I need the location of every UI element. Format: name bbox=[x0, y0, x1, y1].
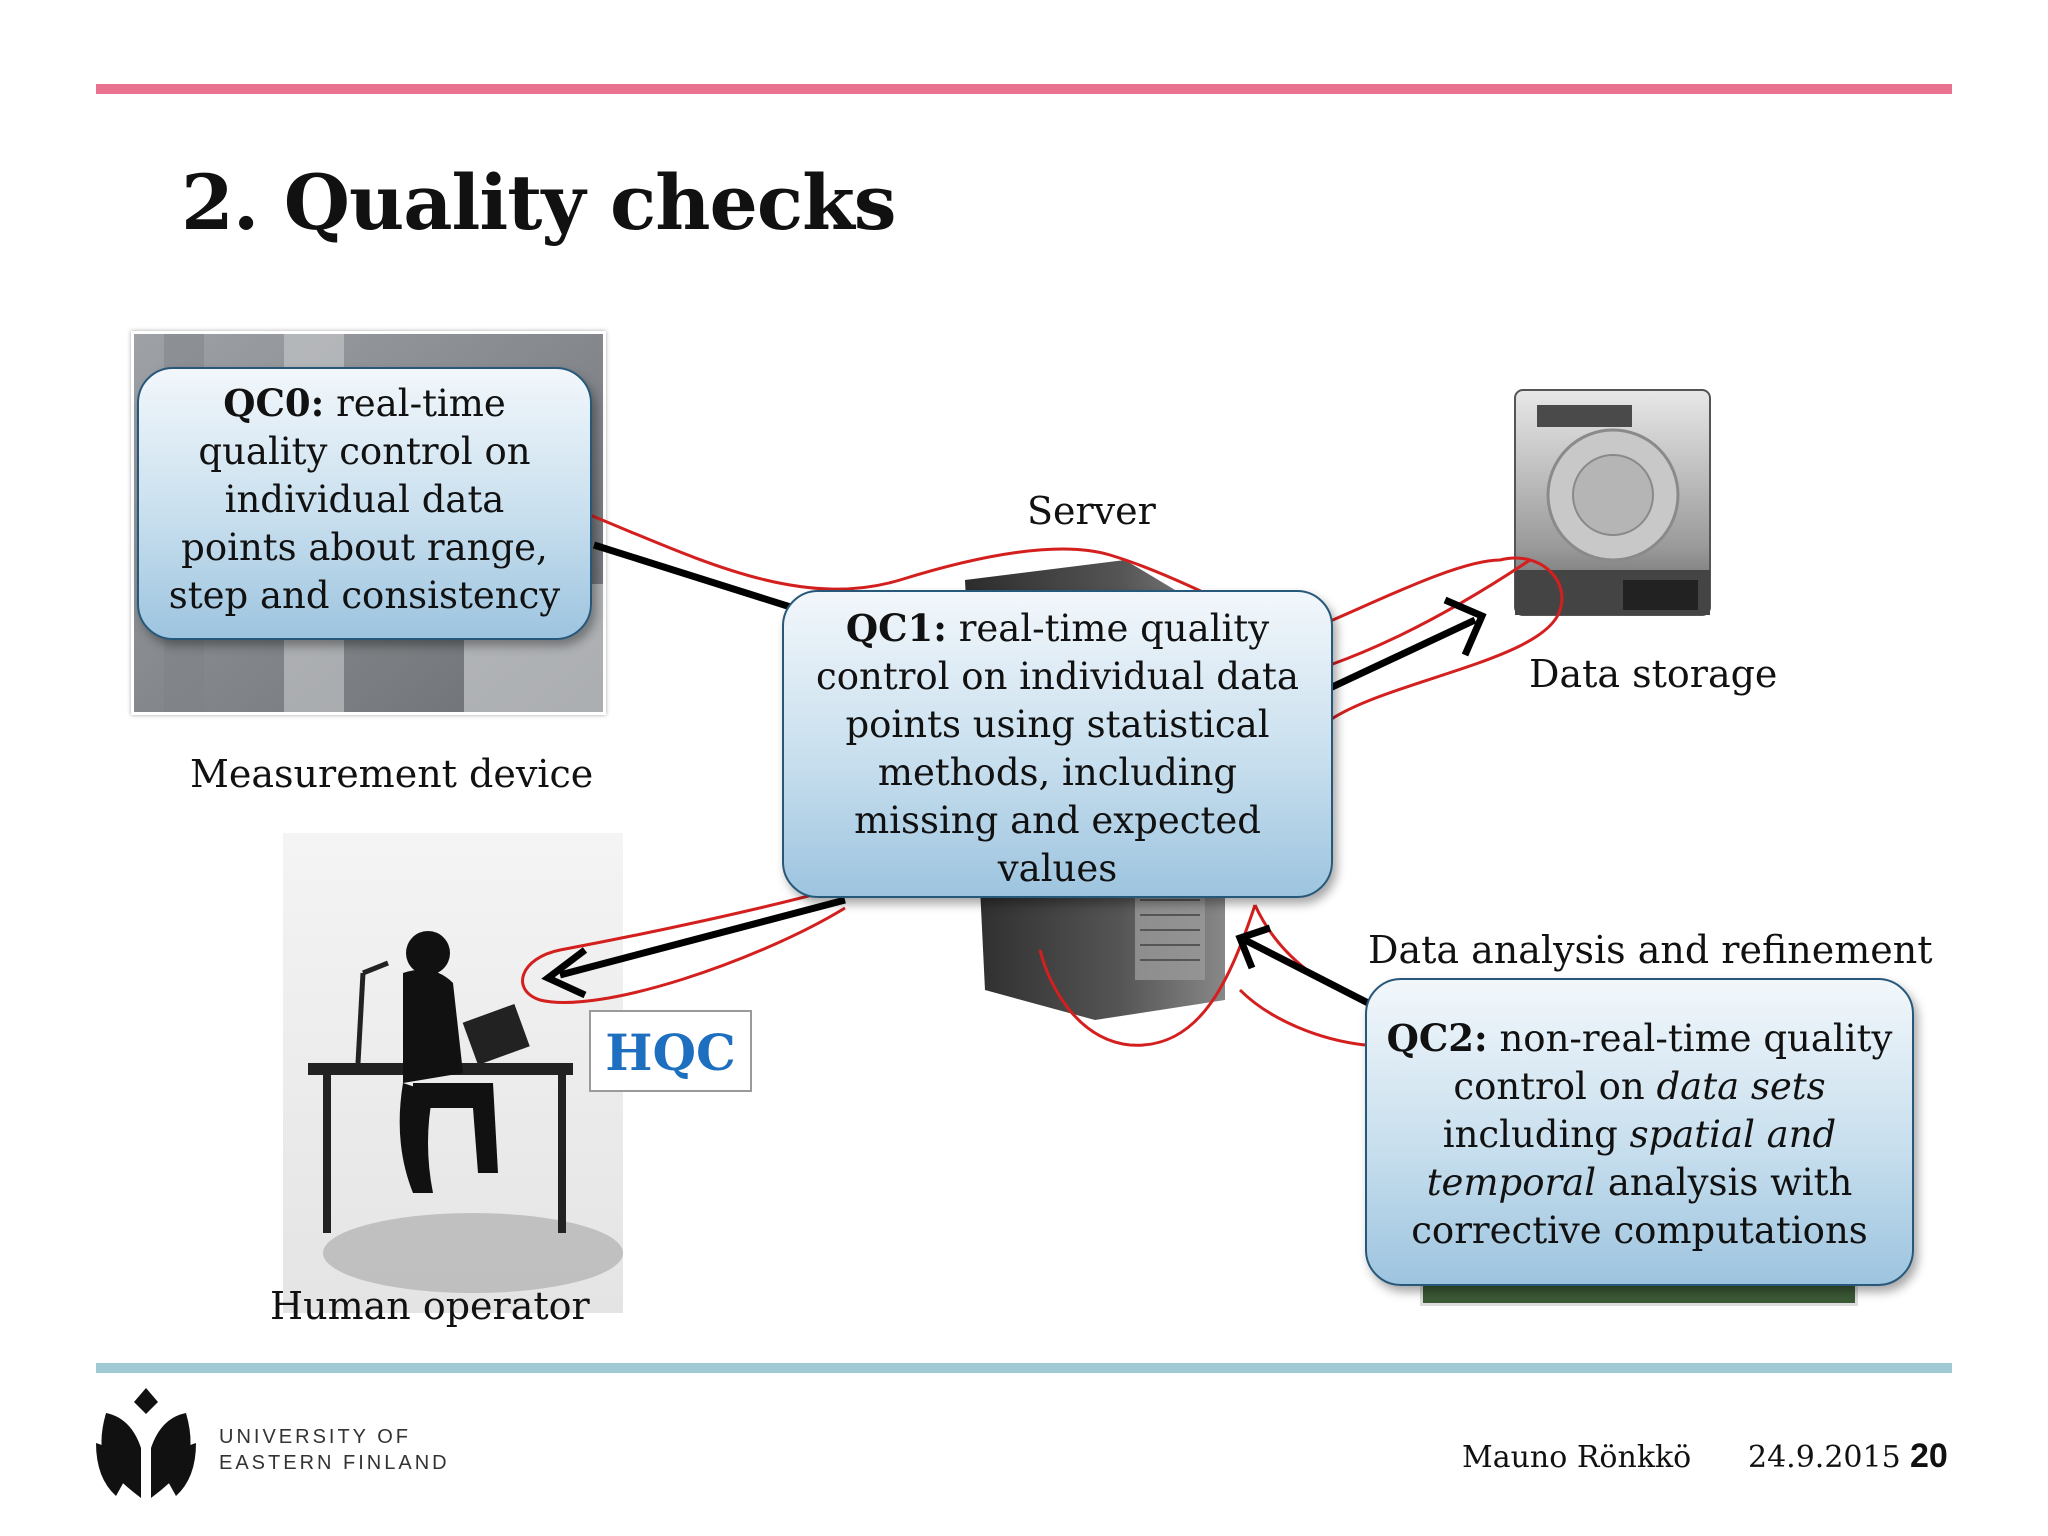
qc2-line2a: control on bbox=[1453, 1065, 1657, 1108]
data-storage-label: Data storage bbox=[1529, 652, 1778, 696]
qc1-line5: missing and expected bbox=[854, 799, 1261, 842]
qc1-line6: values bbox=[997, 847, 1118, 890]
qc0-line3: individual data bbox=[224, 478, 505, 521]
qc2-line4a: temporal bbox=[1426, 1161, 1597, 1204]
black-flow-arrows bbox=[541, 541, 1487, 1009]
qc2-head: QC2: bbox=[1386, 1016, 1488, 1060]
qc0-line4: points about range, bbox=[181, 526, 548, 569]
hqc-label: HQC bbox=[589, 1010, 752, 1092]
university-name: UNIVERSITY OF EASTERN FINLAND bbox=[219, 1424, 450, 1476]
university-logo-icon bbox=[96, 1388, 196, 1498]
qc2-line2b: data sets bbox=[1656, 1065, 1826, 1108]
qc1-line1: real-time quality bbox=[946, 607, 1270, 650]
qc1-box: QC1: real-time quality control on indivi… bbox=[782, 590, 1333, 898]
human-operator-photo bbox=[283, 833, 623, 1313]
qc0-box: QC0: real-time quality control on indivi… bbox=[137, 367, 592, 640]
qc2-line1: non-real-time quality bbox=[1487, 1017, 1893, 1060]
measurement-device-label: Measurement device bbox=[190, 752, 594, 796]
qc0-line5: step and consistency bbox=[168, 574, 561, 617]
qc2-line4b: analysis with bbox=[1596, 1161, 1853, 1204]
qc2-box: QC2: non-real-time quality control on da… bbox=[1365, 978, 1914, 1286]
server-label: Server bbox=[1027, 489, 1156, 533]
top-accent-bar bbox=[96, 84, 1952, 94]
qc1-line4: methods, including bbox=[877, 751, 1238, 794]
university-line2: EASTERN FINLAND bbox=[219, 1452, 450, 1474]
human-operator-label: Human operator bbox=[270, 1284, 590, 1328]
hard-drive-icon bbox=[1514, 389, 1711, 616]
qc0-head: QC0: bbox=[223, 381, 325, 425]
qc2-line3a: including bbox=[1442, 1113, 1630, 1156]
qc2-line3b: spatial and bbox=[1629, 1113, 1837, 1156]
qc0-line2: quality control on bbox=[198, 430, 531, 473]
qc0-line1: real-time bbox=[324, 382, 506, 425]
footer-date: 24.9.2015 bbox=[1748, 1440, 1901, 1475]
qc2-line5: corrective computations bbox=[1411, 1209, 1868, 1252]
qc1-line2: control on individual data bbox=[816, 655, 1299, 698]
slide-title: 2. Quality checks bbox=[181, 158, 897, 247]
bottom-accent-bar bbox=[96, 1363, 1952, 1373]
footer-author: Mauno Rönkkö bbox=[1462, 1440, 1692, 1475]
university-line1: UNIVERSITY OF bbox=[219, 1426, 411, 1448]
person-at-desk-icon bbox=[308, 931, 623, 1293]
qc1-line3: points using statistical bbox=[845, 703, 1270, 746]
data-analysis-label: Data analysis and refinement bbox=[1368, 928, 1933, 972]
page-number: 20 bbox=[1910, 1437, 1948, 1475]
qc1-head: QC1: bbox=[845, 606, 947, 650]
